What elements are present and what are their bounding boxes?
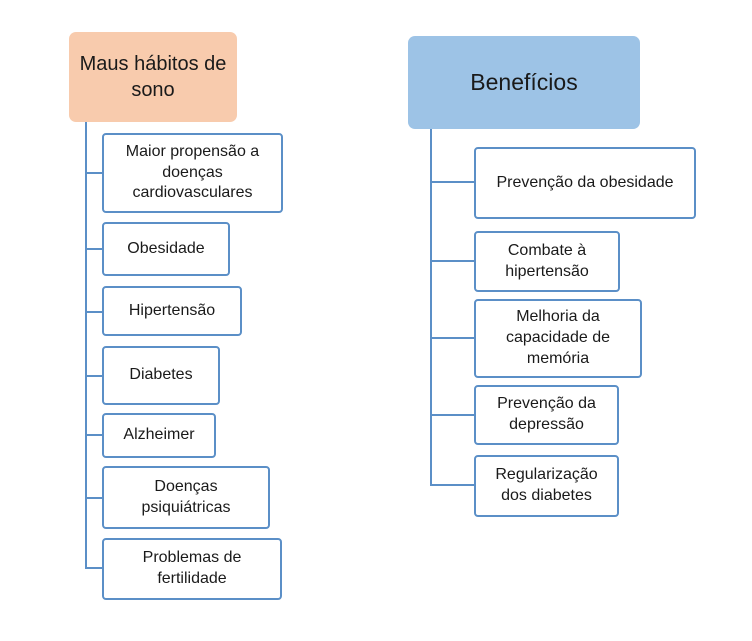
right-branch-connector [430,181,474,183]
right-branch-connector [430,414,474,416]
benefit-item-label: Combate à hipertensão [505,241,589,280]
benefits-header: Benefícios [408,36,640,129]
benefit-item-label: Melhoria da capacidade de memória [505,308,611,367]
left-branch-connector [85,248,102,250]
benefit-item: Regularização dos diabetes [474,455,619,517]
consequence-item: Hipertensão [102,286,242,336]
consequence-item-label: Obesidade [127,239,205,257]
left-branch-connector [85,172,102,174]
consequence-item: Alzheimer [102,413,216,458]
benefit-item: Combate à hipertensão [474,231,620,292]
consequence-item: Maior propensão a doenças cardiovascular… [102,133,283,213]
bad-sleep-habits-header: Maus hábitos de sono [69,32,237,122]
consequence-item-label: Diabetes [129,366,193,384]
benefit-item-label: Prevenção da obesidade [496,173,674,191]
consequence-item-label: Doenças psiquiátricas [141,477,231,516]
left-branch-connector [85,567,102,569]
consequence-item-label: Alzheimer [123,426,195,444]
benefit-item: Prevenção da obesidade [474,147,696,219]
right-branch-connector [430,484,474,486]
bad-sleep-habits-title: Maus hábitos de sono [79,53,227,101]
left-branch-connector [85,434,102,436]
right-branch-connector [430,260,474,262]
benefits-title: Benefícios [470,68,578,95]
consequence-item-label: Maior propensão a doenças cardiovascular… [125,142,260,202]
benefit-item-label: Regularização dos diabetes [495,466,598,504]
consequence-item: Doenças psiquiátricas [102,466,270,529]
benefit-item: Prevenção da depressão [474,385,619,445]
benefit-item-label: Prevenção da depressão [497,395,596,433]
right-trunk-connector [430,129,432,486]
consequence-item: Problemas de fertilidade [102,538,282,600]
benefit-item: Melhoria da capacidade de memória [474,299,642,378]
consequence-item-label: Hipertensão [128,301,216,319]
left-trunk-connector [85,122,87,569]
left-branch-connector [85,497,102,499]
left-branch-connector [85,375,102,377]
right-branch-connector [430,337,474,339]
consequence-item: Diabetes [102,346,220,405]
consequence-item: Obesidade [102,222,230,276]
left-branch-connector [85,311,102,313]
consequence-item-label: Problemas de fertilidade [142,549,242,587]
